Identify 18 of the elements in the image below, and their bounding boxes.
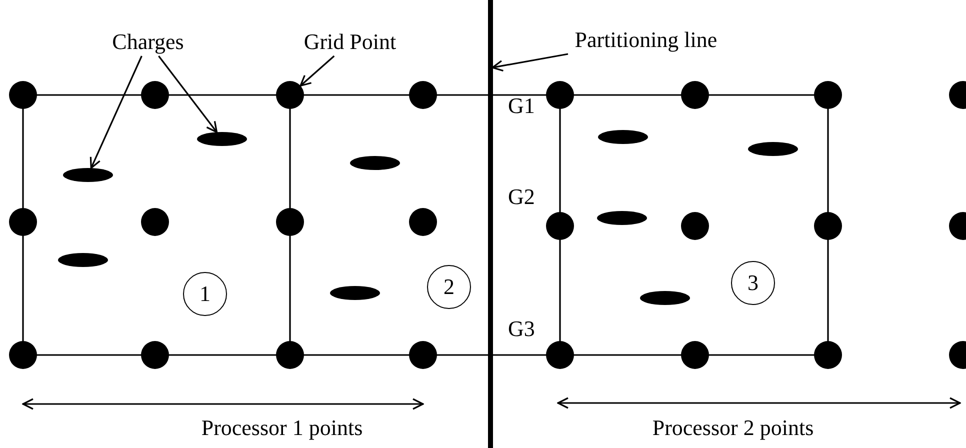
leader-label: Grid Point: [304, 31, 396, 53]
grid-point-label: G3: [508, 318, 535, 340]
region-number: 3: [731, 261, 775, 305]
leader-label: Charges: [112, 31, 184, 53]
axis-caption: Processor 1 points: [201, 417, 363, 439]
region-number: 1: [183, 272, 227, 316]
grid-point-label: G1: [508, 95, 535, 117]
axis-caption: Processor 2 points: [652, 417, 814, 439]
leader-arrow: [300, 55, 335, 87]
leader-label: Partitioning line: [574, 29, 718, 51]
grid-point-label: G2: [508, 186, 535, 208]
leader-arrow: [492, 53, 568, 72]
leader-arrow: [158, 56, 218, 133]
charge-ellipse: [63, 168, 113, 182]
leader-arrow: [90, 56, 142, 169]
grid-point-dot: [276, 81, 304, 109]
region-number: 2: [427, 265, 471, 309]
charge-ellipse: [197, 132, 247, 146]
